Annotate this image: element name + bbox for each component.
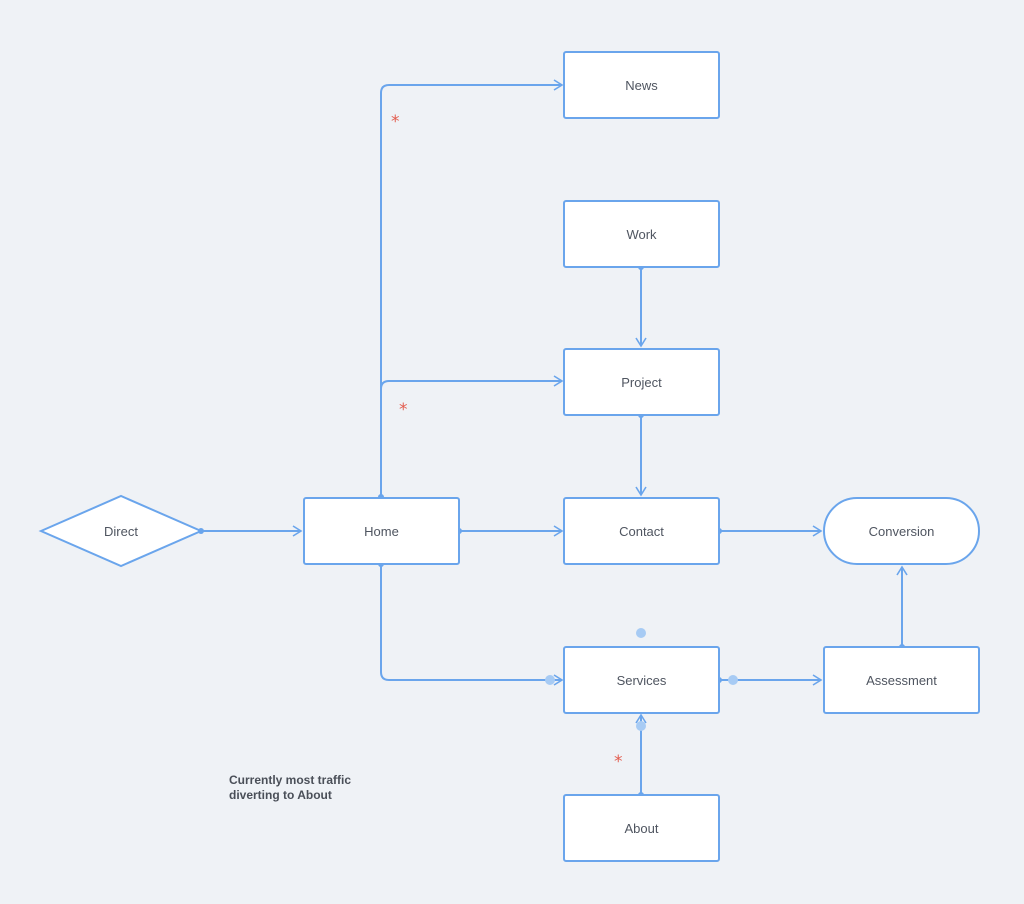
- anchor-dot: [198, 528, 204, 534]
- traffic-note-line2: diverting to About: [229, 788, 332, 802]
- traffic-note-line1: Currently most traffic: [229, 773, 352, 787]
- node-assessment-label: Assessment: [866, 672, 937, 688]
- services-handle-bottom[interactable]: [636, 721, 646, 731]
- project-path-marker: *: [399, 400, 408, 420]
- services-handle-right[interactable]: [728, 675, 738, 685]
- services-handle-left[interactable]: [545, 675, 555, 685]
- node-about-label: About: [624, 820, 659, 836]
- node-services-label: Services: [616, 672, 667, 688]
- node-home[interactable]: Home: [303, 497, 460, 565]
- node-contact-label: Contact: [619, 523, 664, 539]
- node-work-label: Work: [626, 226, 657, 242]
- traffic-note: Currently most traffic diverting to Abou…: [229, 773, 409, 803]
- node-direct[interactable]: Direct: [41, 496, 201, 566]
- connector-home-project[interactable]: [380, 375, 564, 390]
- node-project[interactable]: Project: [563, 348, 720, 416]
- node-services[interactable]: Services: [563, 646, 720, 714]
- node-work[interactable]: Work: [563, 200, 720, 268]
- node-news[interactable]: News: [563, 51, 720, 119]
- node-direct-label: Direct: [104, 523, 138, 539]
- about-path-marker: *: [614, 752, 623, 772]
- connector-home-news[interactable]: [380, 79, 564, 497]
- node-conversion-label: Conversion: [868, 523, 935, 539]
- node-news-label: News: [625, 77, 658, 93]
- news-path-marker: *: [391, 112, 400, 132]
- node-about[interactable]: About: [563, 794, 720, 862]
- node-project-label: Project: [621, 374, 662, 390]
- node-assessment[interactable]: Assessment: [823, 646, 980, 714]
- node-conversion[interactable]: Conversion: [823, 497, 980, 565]
- connector-home-services[interactable]: [380, 564, 564, 686]
- node-contact[interactable]: Contact: [563, 497, 720, 565]
- node-home-label: Home: [364, 523, 399, 539]
- services-handle-top[interactable]: [636, 628, 646, 638]
